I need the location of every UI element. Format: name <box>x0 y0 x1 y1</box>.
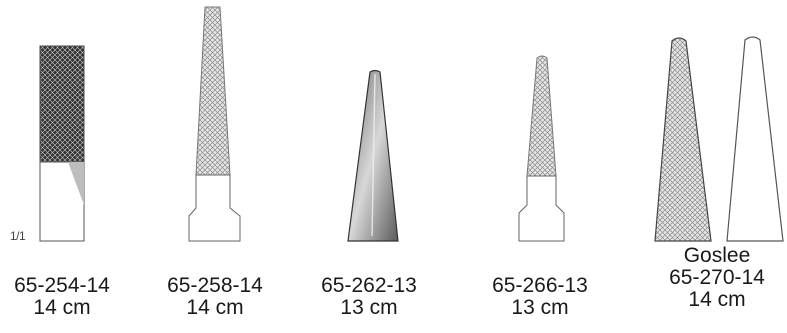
instrument-label: 65-266-13 13 cm <box>480 275 600 319</box>
jaw-65-270-14-smooth <box>726 36 784 242</box>
product-name: Goslee <box>683 244 751 267</box>
product-code: 65-258-14 <box>167 274 263 297</box>
product-length: 14 cm <box>688 288 746 311</box>
jaw-65-254-14 <box>39 45 85 242</box>
product-length: 13 cm <box>511 296 569 319</box>
product-length: 14 cm <box>33 296 91 319</box>
scale-mark: 1/1 <box>10 229 26 243</box>
product-code: 65-262-13 <box>321 274 417 297</box>
product-code: 65-266-13 <box>492 274 588 297</box>
jaw-65-258-14 <box>188 6 241 242</box>
instrument-label: 65-258-14 14 cm <box>155 275 275 319</box>
product-code: 65-254-14 <box>14 274 110 297</box>
product-length: 13 cm <box>340 296 398 319</box>
instrument-label: Goslee 65-270-14 14 cm <box>657 245 777 311</box>
jaw-65-262-13 <box>347 69 399 242</box>
product-code: 65-270-14 <box>669 266 765 289</box>
instrument-label: 65-262-13 13 cm <box>309 275 429 319</box>
product-length: 14 cm <box>186 296 244 319</box>
jaw-65-270-14-serrated <box>654 37 712 242</box>
jaw-65-266-13 <box>518 55 565 242</box>
instrument-label: 65-254-14 14 cm <box>2 275 122 319</box>
